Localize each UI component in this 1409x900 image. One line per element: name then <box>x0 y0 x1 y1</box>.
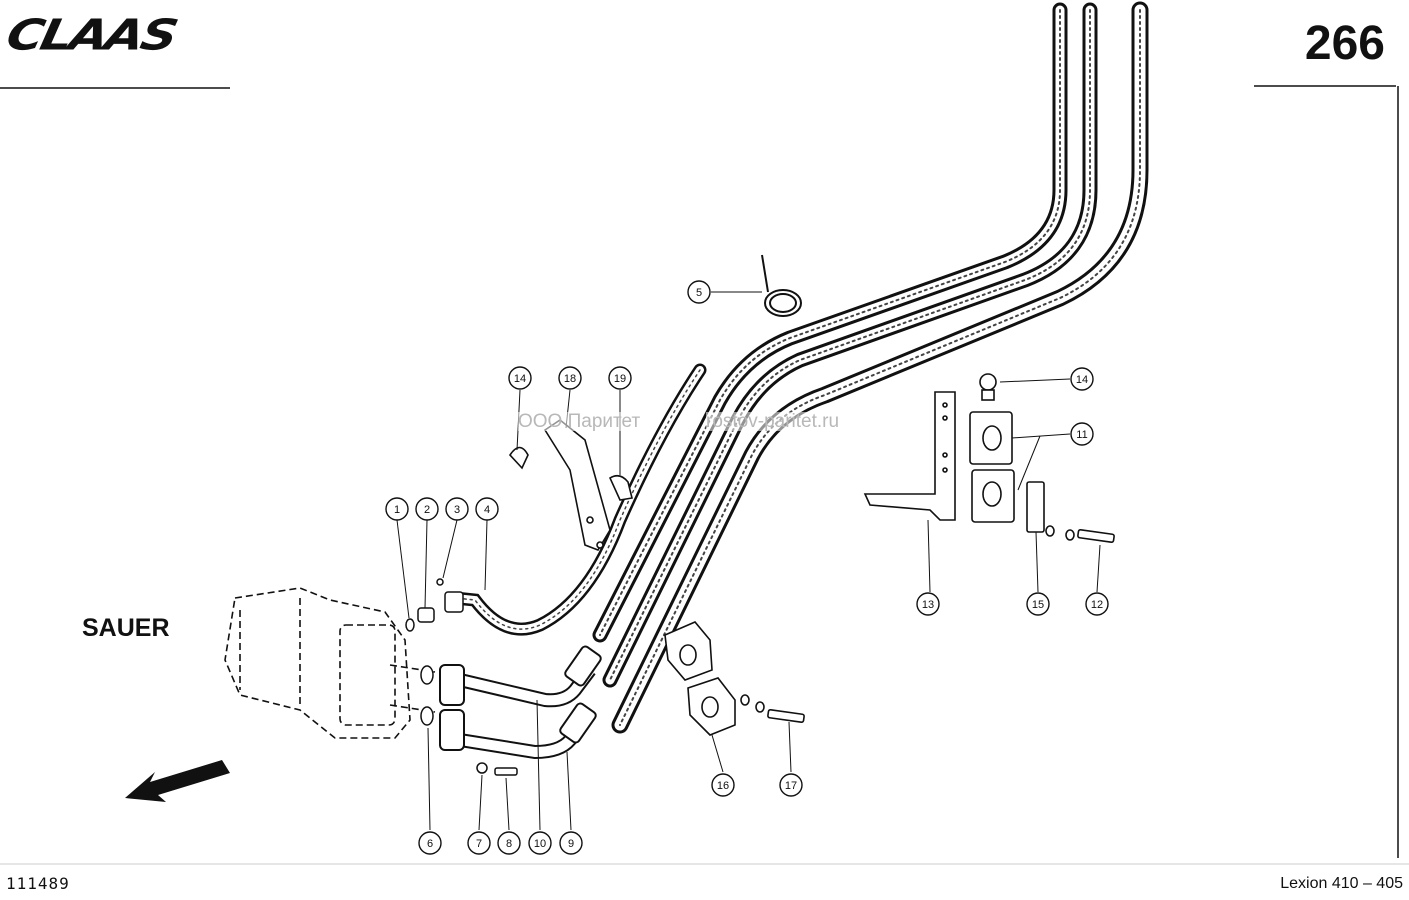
callout-8: 8 <box>506 838 512 850</box>
callout-9: 9 <box>568 838 574 850</box>
brackets-left <box>508 419 633 551</box>
brand-logo: CLAAS <box>2 10 180 60</box>
callout-7: 7 <box>476 838 482 850</box>
callout-6: 6 <box>427 838 433 850</box>
callout-16: 16 <box>717 780 729 792</box>
watermark-company: ООО Паритет <box>518 411 641 432</box>
small-fittings <box>405 578 518 776</box>
pump-outline <box>224 587 436 739</box>
clamp-blocks-lower <box>664 621 805 736</box>
page-number: 266 <box>1304 17 1385 70</box>
callout-2: 2 <box>424 504 430 516</box>
callout-1: 1 <box>394 504 400 516</box>
callout-11: 11 <box>1076 429 1087 441</box>
direction-arrow-icon <box>125 760 230 802</box>
leader-lines <box>396 291 1101 831</box>
callout-14-right: 14 <box>1076 374 1088 386</box>
callout-15: 15 <box>1032 599 1044 611</box>
callout-10: 10 <box>534 838 546 850</box>
callout-5: 5 <box>696 287 702 299</box>
brackets-right <box>863 373 1115 544</box>
rigid-pipes <box>439 645 602 760</box>
model-label: Lexion 410 – 405 <box>1280 875 1403 892</box>
callout-18: 18 <box>564 373 576 385</box>
callout-circles <box>385 280 1109 855</box>
callout-14-left: 14 <box>514 373 526 385</box>
pump-make-label: SAUER <box>82 614 170 642</box>
callout-19: 19 <box>614 373 626 385</box>
callout-12: 12 <box>1091 599 1103 611</box>
drawing-number: 111489 <box>6 874 70 893</box>
frame-lines <box>0 85 1409 865</box>
callout-4: 4 <box>484 504 490 516</box>
callout-3: 3 <box>454 504 460 516</box>
callout-13: 13 <box>922 599 934 611</box>
hose-clamp-5 <box>761 254 802 317</box>
callout-17: 17 <box>785 780 797 792</box>
watermark-website: rostov-paritet.ru <box>706 411 840 432</box>
hose-bundle <box>448 1 1149 734</box>
